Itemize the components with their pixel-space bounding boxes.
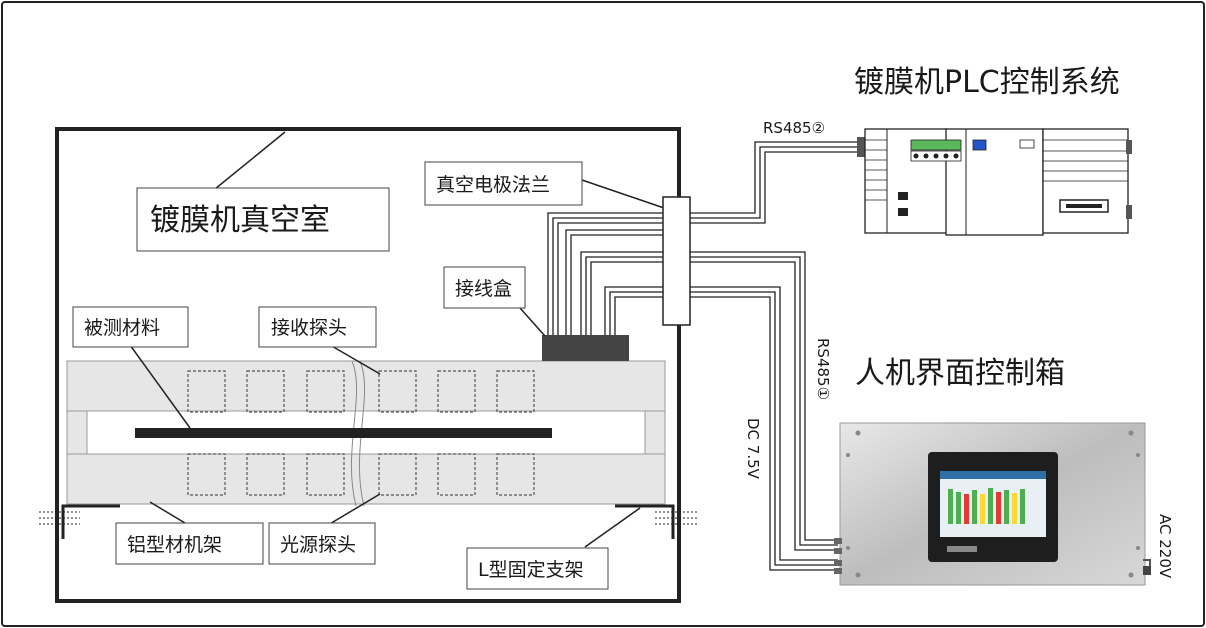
dc-label: DC 7.5V	[744, 418, 762, 480]
receive-label-box	[258, 306, 377, 348]
aluminum-frame	[66, 360, 666, 505]
light-probe	[306, 453, 345, 496]
hmi-box	[834, 422, 1151, 586]
bracket-label: L型固定支架	[478, 559, 584, 581]
frame-label-box	[115, 522, 264, 565]
measured-material	[135, 428, 552, 438]
break-lines	[350, 360, 366, 507]
receive-probe	[437, 370, 476, 413]
receive-probe	[496, 370, 535, 413]
rs485-2-label: RS485②	[763, 119, 825, 137]
light-probe	[246, 453, 285, 496]
junction-label: 接线盒	[455, 278, 512, 300]
l-bracket-left	[39, 504, 120, 539]
frame-leader-line	[149, 501, 186, 524]
vacuum-flange	[662, 196, 691, 326]
receive-probe-row	[187, 370, 535, 413]
light-label: 光源探头	[280, 534, 356, 556]
flange-leader-line	[581, 179, 665, 209]
frame-label: 铝型材机架	[127, 534, 222, 556]
flange-label: 真空电极法兰	[436, 174, 550, 196]
ac-label: AC 220V	[1156, 514, 1174, 579]
plc-unit	[857, 128, 1132, 236]
rs485-1-label: RS485①	[814, 338, 832, 400]
receive-probe	[378, 370, 417, 413]
receive-probe	[306, 370, 345, 413]
l-bracket-right	[615, 504, 697, 539]
light-label-box	[268, 522, 376, 565]
hmi-title: 人机界面控制箱	[855, 356, 1065, 391]
light-leader-line	[327, 493, 381, 526]
material-leader-line	[129, 344, 191, 429]
receive-label: 接收探头	[271, 317, 347, 339]
chamber-label-box	[136, 187, 390, 252]
chamber-label: 镀膜机真空室	[150, 203, 330, 238]
light-probe-row	[187, 453, 535, 496]
plc-title: 镀膜机PLC控制系统	[854, 65, 1120, 100]
receive-probe	[246, 370, 285, 413]
light-probe	[496, 453, 535, 496]
receive-probe	[187, 370, 226, 413]
receive-leader-line	[329, 344, 381, 375]
light-probe	[437, 453, 476, 496]
light-probe	[187, 453, 226, 496]
hmi-screen-bars	[940, 471, 1046, 524]
material-label-box	[72, 306, 189, 348]
junction-box	[542, 335, 629, 361]
flange-label-box	[424, 161, 583, 206]
chamber-leader-line	[214, 131, 286, 190]
material-label: 被测材料	[84, 317, 160, 339]
bracket-label-box	[466, 547, 609, 590]
junction-label-box	[443, 266, 526, 309]
bracket-leader-line	[584, 507, 641, 548]
junction-leader-line	[519, 307, 546, 337]
light-probe	[378, 453, 417, 496]
